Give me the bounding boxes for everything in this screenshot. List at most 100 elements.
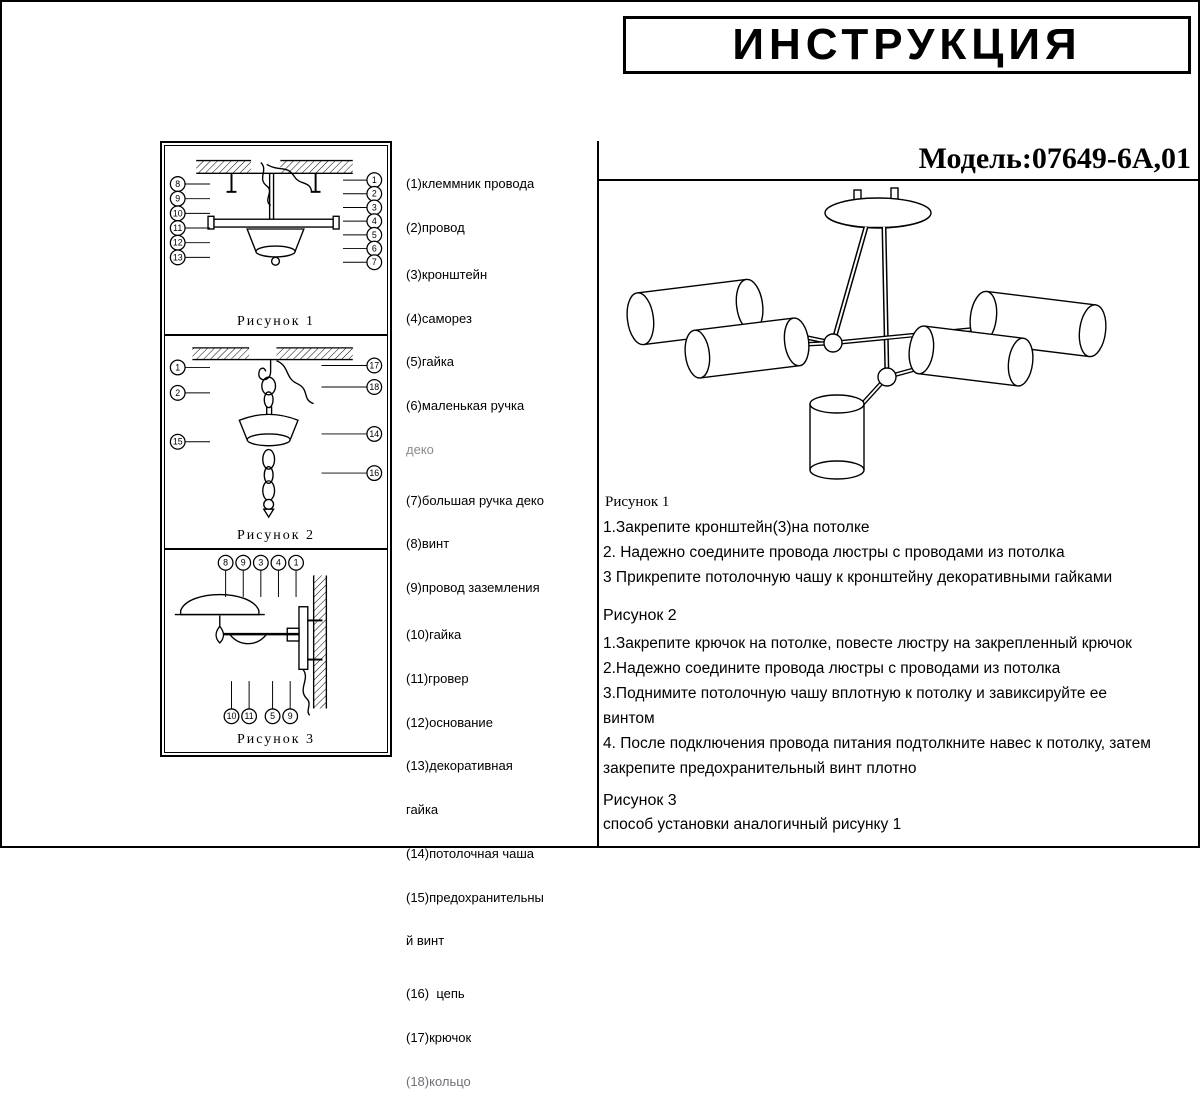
sconce-arm <box>219 632 299 645</box>
parts-list-line: (17)крючок <box>406 1030 472 1046</box>
callout-number: 9 <box>241 558 246 568</box>
canopy <box>824 187 932 229</box>
instruction-step: 2. Надежно соедините провода люстры с пр… <box>603 544 1065 561</box>
instruction-sheet: ИНСТРУКЦИЯ Модель:07649-6А,01 <box>0 0 1200 1088</box>
parts-list-line: (5)гайка <box>406 354 455 370</box>
instruction-step: закрепите предохранительный винт плотно <box>603 760 917 777</box>
figure2-section: 1 2 15 17 18 14 16 Рисунок 2 <box>165 336 387 550</box>
parts-list-line: деко <box>406 441 434 457</box>
callout-number: 8 <box>223 558 228 568</box>
figures-panel-inner-frame: 8 9 10 11 12 13 1 2 3 4 5 6 7 <box>164 145 388 753</box>
instruction-step: 2.Надежно соедините провода люстры с про… <box>603 660 1061 677</box>
callout-number: 12 <box>173 238 183 248</box>
parts-list-line: (12)основание <box>406 714 493 730</box>
instruction-note: способ установки аналогичный рисунку 1 <box>603 816 902 833</box>
parts-list: (1)клеммник провода (2)провод (3)кронште… <box>406 148 602 1119</box>
arm-joints <box>823 333 897 387</box>
callout-number: 15 <box>173 437 183 447</box>
threaded-rod <box>268 173 275 220</box>
callout-number: 4 <box>372 216 377 226</box>
callout-number: 9 <box>288 711 293 721</box>
parts-list-line: (9)провод заземления <box>406 580 540 596</box>
wires <box>276 359 314 405</box>
instruction-title-box: ИНСТРУКЦИЯ <box>623 16 1191 74</box>
ceiling-hook <box>258 359 272 381</box>
callout-number: 10 <box>227 711 237 721</box>
callout-number: 14 <box>369 429 379 439</box>
instruction-step: 3.Поднимите потолочную чашу вплотную к п… <box>603 685 1108 702</box>
stems <box>830 226 890 378</box>
callout-number: 6 <box>372 243 377 253</box>
glass-shade <box>174 593 265 644</box>
figure3-instructions-heading: Рисунок 3 <box>603 792 677 809</box>
instruction-step: винтом <box>603 710 655 727</box>
installation-instructions: Рисунок 1 1.Закрепите кронштейн(3)на пот… <box>603 494 1197 841</box>
vertical-divider <box>597 141 599 846</box>
drum-shade <box>908 325 1034 387</box>
callout-number: 16 <box>369 468 379 478</box>
parts-list-line: (10)гайка <box>406 627 462 642</box>
mounting-bracket <box>207 215 340 230</box>
mounting-screws <box>226 173 321 193</box>
wall-hatch <box>312 575 328 709</box>
figure2-instructions-heading: Рисунок 2 <box>603 607 677 624</box>
parts-list-line: (16) цепь <box>406 986 465 1002</box>
parts-list-line: (4)саморез <box>406 310 472 326</box>
parts-list-line: (2)провод <box>406 219 465 235</box>
callout-number: 13 <box>173 252 183 262</box>
drum-shade <box>684 317 810 379</box>
figure2-left-callouts: 1 2 15 <box>169 359 210 450</box>
figure3-section: 8 9 3 4 1 10 11 5 9 Рисунок 3 <box>165 550 387 752</box>
figure2-diagram: 1 2 15 17 18 14 16 <box>169 347 383 519</box>
callout-number: 5 <box>270 711 275 721</box>
hanging-ring <box>261 376 277 409</box>
callout-number: 3 <box>372 202 377 212</box>
callout-number: 2 <box>372 189 377 199</box>
ceiling-hatch <box>192 347 353 361</box>
model-heading: Модель:07649-6А,01 <box>918 142 1191 175</box>
parts-list-line: (3)кронштейн <box>406 266 488 282</box>
figure2-right-callouts: 17 18 14 16 <box>321 357 383 482</box>
callout-number: 11 <box>245 711 254 721</box>
parts-list-line: (7)большая ручка деко <box>406 492 544 508</box>
callout-number: 18 <box>369 382 379 392</box>
callout-number: 1 <box>175 362 180 372</box>
figure1-right-callouts: 1 2 3 4 5 6 7 <box>342 172 383 271</box>
model-underline <box>597 179 1198 181</box>
figure1-instructions-heading: Рисунок 1 <box>605 494 670 510</box>
parts-list-line: гайка <box>406 802 439 818</box>
page-title: ИНСТРУКЦИЯ <box>732 20 1082 69</box>
callout-number: 2 <box>175 388 180 398</box>
wires <box>260 162 313 207</box>
callout-number: 1 <box>372 175 377 185</box>
parts-list-line: (15)предохранительны <box>406 889 544 905</box>
chain <box>262 448 276 519</box>
callout-number: 11 <box>173 223 182 233</box>
figure1-diagram: 8 9 10 11 12 13 1 2 3 4 5 6 7 <box>169 159 383 271</box>
instruction-step: 1.Закрепите кронштейн(3)на потолке <box>603 519 870 536</box>
callout-number: 5 <box>372 230 377 240</box>
wires <box>302 668 311 716</box>
parts-list-line: (8)винт <box>406 536 450 552</box>
instruction-step: 4. После подключения провода питания под… <box>603 735 1151 752</box>
figure1-left-callouts: 8 9 10 11 12 13 <box>169 176 210 266</box>
figure3-top-callouts: 8 9 3 4 1 <box>217 554 305 597</box>
callout-number: 8 <box>175 179 180 189</box>
figure3-caption: Рисунок 3 <box>236 732 316 747</box>
figure3-bottom-callouts: 10 11 5 9 <box>223 681 299 725</box>
figure1-section: 8 9 10 11 12 13 1 2 3 4 5 6 7 <box>165 146 387 336</box>
callout-number: 9 <box>175 194 180 204</box>
parts-list-line: (14)потолочная чаша <box>406 845 535 861</box>
ceiling-bowl <box>238 406 299 447</box>
callout-number: 1 <box>294 558 299 568</box>
instruction-step: 3 Прикрепите потолочную чашу к кронштейн… <box>603 569 1113 586</box>
callout-number: 7 <box>372 257 377 267</box>
figure2-caption: Рисунок 2 <box>236 528 316 543</box>
figure3-diagram: 8 9 3 4 1 10 11 5 9 <box>174 554 328 725</box>
callout-number: 4 <box>276 558 281 568</box>
ceiling-cup <box>246 228 305 266</box>
parts-list-line: (1)клеммник провода <box>406 176 535 192</box>
callout-number: 10 <box>173 208 183 218</box>
parts-list-line: (13)декоративная <box>406 758 513 774</box>
drum-shade <box>809 394 865 480</box>
